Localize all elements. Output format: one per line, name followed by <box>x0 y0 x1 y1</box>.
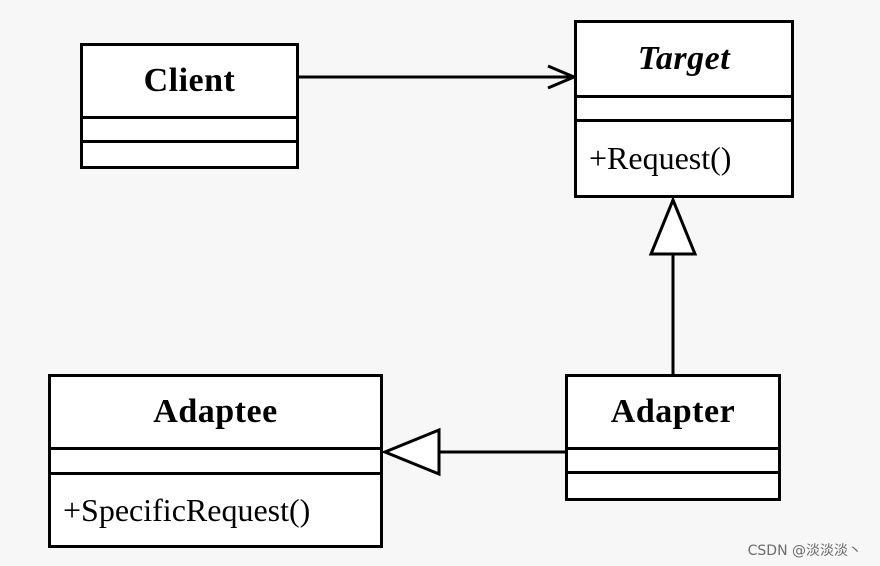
attributes-section <box>568 450 778 474</box>
class-box-adaptee: Adaptee +SpecificRequest() <box>48 374 383 548</box>
class-box-adapter: Adapter <box>565 374 781 501</box>
operations-section <box>568 474 778 498</box>
generalization-arrowhead-adaptee <box>381 427 441 477</box>
operations-section <box>83 143 296 166</box>
class-name-adaptee: Adaptee <box>51 377 380 450</box>
generalization-arrowhead-target <box>648 196 698 256</box>
class-name-target: Target <box>577 23 791 98</box>
class-box-client: Client <box>80 43 299 169</box>
attributes-section <box>83 119 296 143</box>
class-name-client: Client <box>83 46 296 119</box>
class-name-adapter: Adapter <box>568 377 778 450</box>
operation-request: +Request() <box>589 140 732 176</box>
attributes-section <box>577 98 791 122</box>
watermark: CSDN @淡淡淡丶 <box>747 543 862 559</box>
attributes-section <box>51 450 380 475</box>
class-box-target: Target +Request() <box>574 20 794 198</box>
operation-specific-request: +SpecificRequest() <box>63 491 311 528</box>
